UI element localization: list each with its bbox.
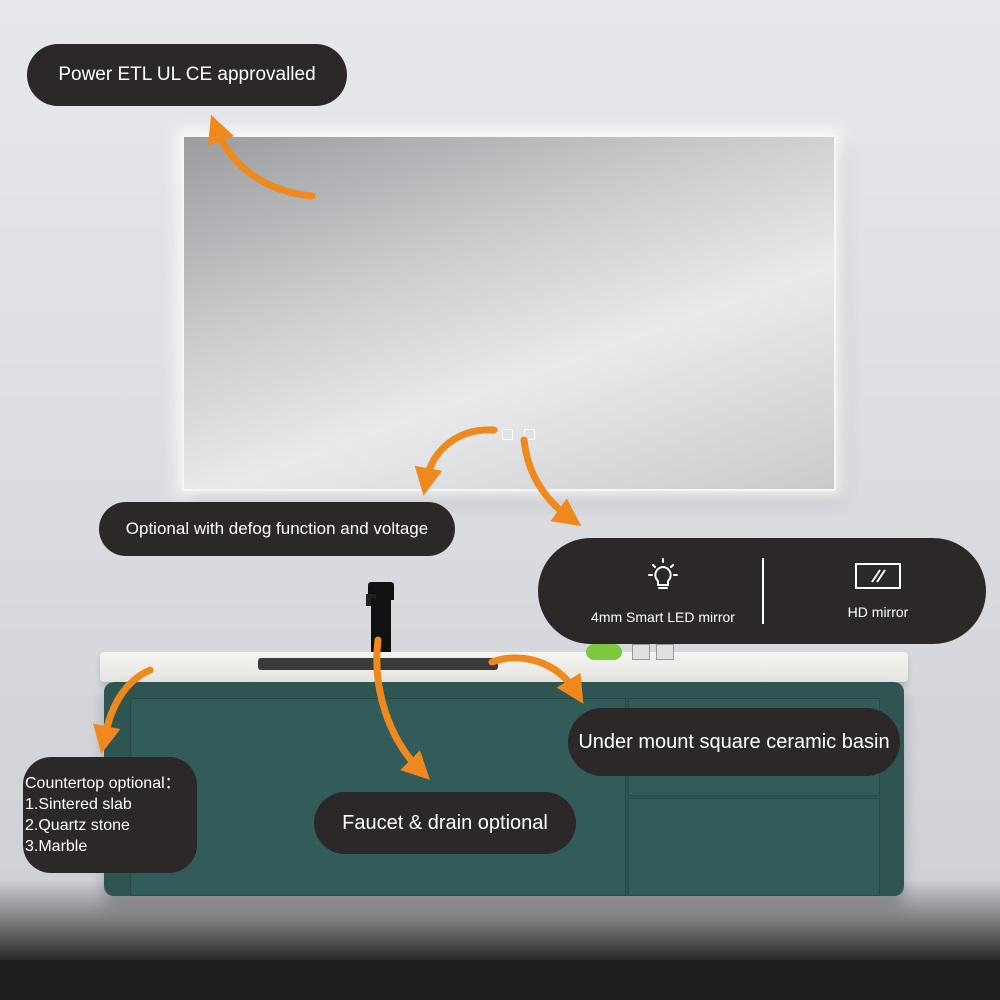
arrow-countertop [93,666,154,754]
arrow-feature [520,436,582,527]
feature-hd-label: HD mirror [847,604,909,620]
countertop-option: 3.Marble [25,838,88,855]
countertop-option: 2.Quartz stone [25,817,130,834]
feature-divider [762,558,764,624]
floor [0,960,1000,1000]
toiletry-bottle [632,644,650,660]
touch-sensor-light [502,429,513,440]
callout-faucet-text: Faucet & drain optional [342,811,548,834]
countertop-option: 1.Sintered slab [25,796,132,813]
lightbulb-icon [648,558,678,589]
touch-sensor-defog [524,429,535,440]
soap-dish [586,644,622,660]
callout-defog-text: Optional with defog function and voltage [125,519,429,538]
countertop-heading: Countertop optional： [25,775,181,792]
feature-led-label: 4mm Smart LED mirror [591,609,735,625]
mirror-icon [855,563,901,589]
feature-hd: HD mirror [798,538,958,644]
callout-basin: Under mount square ceramic basin [568,708,900,776]
arrow-power [207,114,316,200]
callout-countertop: Countertop optional： 1.Sintered slab 2.Q… [23,757,197,873]
callout-faucet: Faucet & drain optional [314,792,576,854]
cabinet-drawer-right-bottom [628,798,880,896]
callout-power-text: Power ETL UL CE approvalled [58,64,316,85]
callout-basin-text: Under mount square ceramic basin [578,730,890,753]
feature-led: 4mm Smart LED mirror [568,538,758,644]
feature-panel: 4mm Smart LED mirror HD mirror [538,538,986,644]
callout-defog: Optional with defog function and voltage [99,502,455,556]
arrow-defog [414,426,498,496]
arrow-faucet [373,636,430,780]
arrow-basin [488,654,584,704]
toiletry-bottle [656,644,674,660]
callout-power: Power ETL UL CE approvalled [27,44,347,106]
